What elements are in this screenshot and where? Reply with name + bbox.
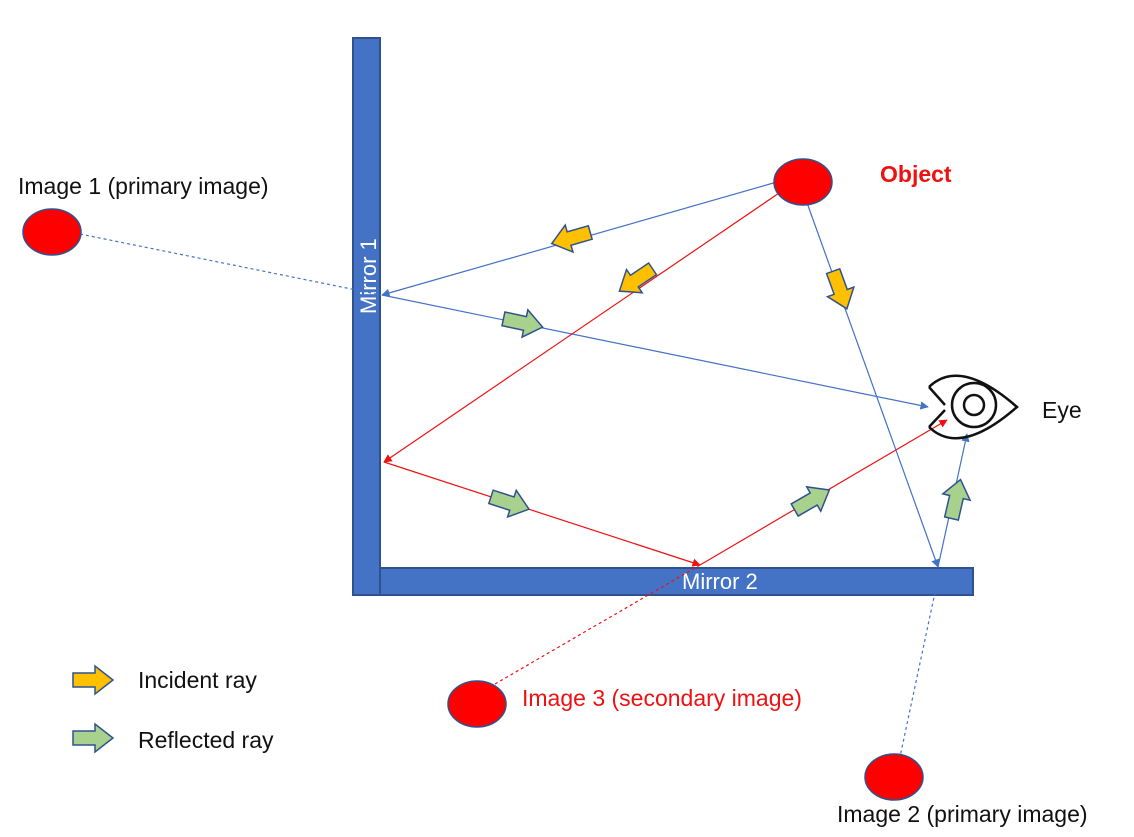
mirror-1 [352,37,381,596]
incident-arrow-icon [610,256,662,304]
eye-label: Eye [1042,397,1082,423]
legend-incident-label: Incident ray [138,667,257,693]
incident-arrow-icon [547,218,595,258]
legend-reflected-arrow-icon [72,723,114,753]
incident-arrow-icon [819,265,861,315]
reflected-arrow-icon [937,475,975,523]
image-2-label: Image 2 (primary image) [837,801,1088,827]
ray-mirror-1-to-mirror-2 [383,461,701,567]
mirror-1-label: Mirror 1 [356,238,381,314]
ray-mirror-1-to-eye [381,294,929,410]
image-3-dot [447,680,507,728]
reflected-arrow-icon [485,482,535,524]
mirror-2 [379,567,974,596]
eye-icon [928,374,1019,440]
legend-incident-arrow-icon [72,665,114,695]
dashed-line-image-2 [896,568,941,772]
image-1-label: Image 1 (primary image) [18,173,269,199]
legend-reflected-label: Reflected ray [138,727,274,753]
reflected-arrow-icon [786,477,838,523]
image-3-label: Image 3 (secondary image) [522,685,802,711]
mirror-2-label: Mirror 2 [682,569,758,594]
image-1-dot [22,208,82,256]
image-2-dot [864,753,924,801]
reflected-arrow-icon [499,304,547,342]
legend: Incident ray Reflected ray [72,665,274,753]
ray-object-to-mirror-1-low [383,188,786,463]
ray-object-to-mirror-2 [805,199,940,568]
dashed-line-image-1 [79,233,382,296]
object-label: Object [880,161,952,187]
object-dot [773,158,833,206]
